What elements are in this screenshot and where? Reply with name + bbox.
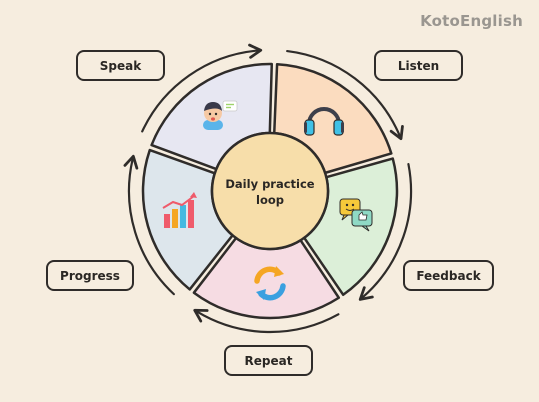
flow-arrow-feedback	[358, 162, 413, 301]
flow-arrow-progress	[123, 154, 175, 296]
cycle-arrows-icon	[254, 266, 286, 301]
growth-chart-icon	[162, 192, 197, 228]
center-label-line-1: Daily practice	[225, 177, 314, 191]
step-label-listen: Listen	[374, 50, 463, 81]
brand-logo-text: KotoEnglish	[420, 12, 523, 30]
flow-arrow-repeat	[193, 308, 340, 334]
center-hub	[210, 131, 330, 251]
step-label-feedback: Feedback	[403, 260, 494, 291]
speaking-person-icon	[203, 100, 238, 130]
step-label-speak: Speak	[76, 50, 165, 81]
center-label-line-2: loop	[256, 193, 284, 207]
step-label-repeat: Repeat	[224, 345, 313, 376]
headphones-icon	[304, 107, 344, 136]
flow-arrow-speak	[141, 43, 263, 133]
step-label-progress: Progress	[46, 260, 134, 291]
chat-bubbles-icon	[339, 198, 373, 232]
flow-arrow-listen	[286, 49, 404, 141]
